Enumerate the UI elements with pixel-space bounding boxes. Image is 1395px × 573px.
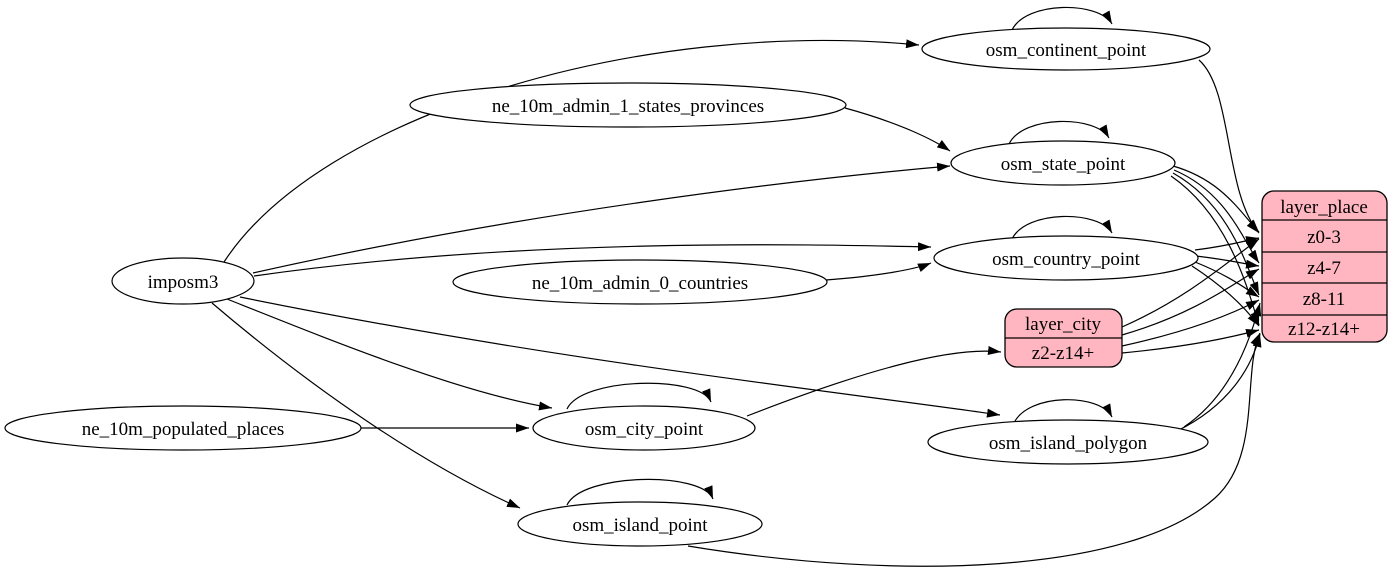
osm-island-point-label: osm_island_point (572, 515, 708, 536)
ne-10m-populated-places-shape (4, 405, 362, 451)
edge-osm-island-point-to-layer-place-z12-z14 (687, 332, 1261, 567)
edge-imposm3-to-osm-city-point (226, 298, 553, 411)
edge-layer-city-to-layer-place-z8-11 (1121, 299, 1260, 347)
edge-layer-city-to-layer-place-z0-3 (1121, 238, 1260, 328)
layer-place-title: layer_place (1280, 197, 1368, 218)
osm-island-point-shape (517, 501, 763, 547)
edge-osm-island-polygon-self-loop (1013, 399, 1113, 424)
node-osm-island-polygon: osm_island_polygon (927, 419, 1209, 465)
node-osm-continent-point: osm_continent_point (921, 27, 1211, 71)
edge-osm-state-point-to-layer-place-z4-7 (1173, 169, 1260, 264)
edge-osm-continent-point-self-loop (1011, 6, 1113, 31)
edge-osm-island-point-self-loop (566, 478, 714, 506)
imposm3-label: imposm3 (148, 272, 219, 293)
layer-place-box (1261, 190, 1388, 343)
imposm3-shape (111, 257, 255, 305)
osm-city-point-label: osm_city_point (585, 419, 704, 440)
node-layer-city: layer_city z2-z14+ (1004, 308, 1123, 368)
node-osm-island-point: osm_island_point (517, 501, 763, 547)
edge-osm-state-point-self-loop (1008, 120, 1110, 145)
edge-osm-country-point-to-layer-place-z4-7 (1195, 255, 1260, 269)
osm-country-point-shape (933, 235, 1199, 281)
layer-place-row-z12-z14: z12-z14+ (1288, 319, 1360, 340)
ne-10m-admin-1-shape (409, 82, 847, 128)
edges (211, 6, 1262, 567)
osm-continent-point-label: osm_continent_point (986, 40, 1147, 61)
ne-10m-admin-0-shape (452, 259, 828, 305)
osm-island-polygon-label: osm_island_polygon (989, 433, 1148, 454)
edge-imposm3-to-osm-island-polygon (239, 296, 1001, 418)
node-ne-10m-admin-0-countries: ne_10m_admin_0_countries (452, 259, 828, 305)
edge-imposm3-to-osm-continent-point (223, 39, 920, 263)
osm-island-polygon-shape (927, 419, 1209, 465)
ne-10m-populated-places-label: ne_10m_populated_places (82, 419, 285, 440)
ne-10m-admin-1-label: ne_10m_admin_1_states_provinces (492, 96, 764, 117)
edge-osm-state-point-to-layer-place-z8-11 (1172, 172, 1260, 296)
node-layer-place: layer_place z0-3 z4-7 z8-11 z12-z14+ (1261, 190, 1388, 343)
layer-place-row-z8-11: z8-11 (1303, 289, 1346, 310)
node-osm-city-point: osm_city_point (532, 405, 756, 451)
osm-state-point-label: osm_state_point (1001, 154, 1126, 175)
node-imposm3: imposm3 (111, 257, 255, 305)
osm-country-point-label: osm_country_point (992, 249, 1140, 270)
osm-continent-point-shape (921, 27, 1211, 71)
edge-imposm3-to-osm-island-point (211, 302, 521, 509)
edge-layer-city-to-layer-place-z4-7 (1121, 268, 1260, 336)
edge-ne-10m-admin-0-to-osm-country-point (825, 262, 932, 281)
osm-city-point-shape (532, 405, 756, 451)
edge-imposm3-to-osm-country-point (253, 242, 932, 277)
layer-city-row-z2-z14: z2-z14+ (1032, 343, 1094, 364)
layer-place-row-z4-7: z4-7 (1307, 258, 1341, 279)
node-ne-10m-admin-1-states-provinces: ne_10m_admin_1_states_provinces (409, 82, 847, 128)
edge-osm-city-point-to-layer-city-z2-z14 (746, 346, 1002, 417)
edge-osm-country-point-self-loop (1011, 215, 1113, 240)
node-osm-state-point: osm_state_point (950, 140, 1176, 186)
edge-osm-state-point-to-layer-place-z0-3 (1172, 165, 1260, 233)
edge-osm-island-polygon-to-layer-place-z8-11 (1183, 302, 1262, 428)
node-ne-10m-populated-places: ne_10m_populated_places (4, 405, 362, 451)
edge-osm-country-point-to-layer-place-z8-11 (1194, 261, 1260, 298)
edge-osm-country-point-to-layer-place-z12-z14 (1191, 265, 1260, 327)
layer-place-row-z0-3: z0-3 (1307, 227, 1341, 248)
edge-imposm3-to-osm-state-point (252, 162, 951, 274)
node-osm-country-point: osm_country_point (933, 235, 1199, 281)
edge-osm-continent-point-to-layer-place-z0-3 (1198, 59, 1260, 234)
ne-10m-admin-0-label: ne_10m_admin_0_countries (532, 273, 748, 294)
edge-osm-country-point-to-layer-place-z0-3 (1194, 236, 1260, 251)
layer-city-title: layer_city (1025, 314, 1101, 335)
edge-ne-10m-admin-1-to-osm-state-point (844, 107, 951, 152)
edge-osm-city-point-self-loop (566, 382, 712, 410)
osm-state-point-shape (950, 140, 1176, 186)
